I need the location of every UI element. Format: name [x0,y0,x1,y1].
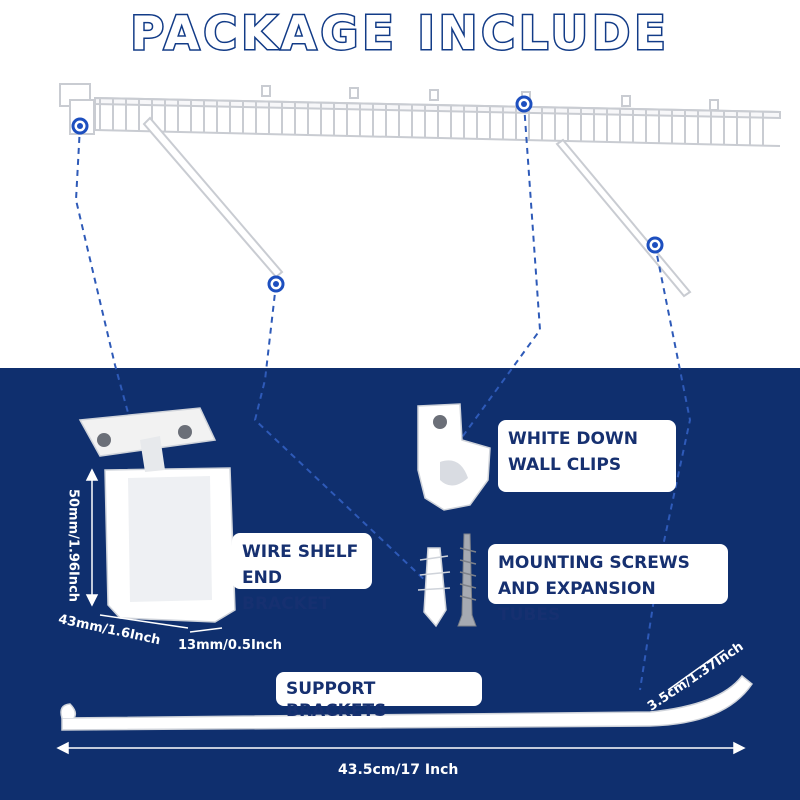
support-bracket-image [60,674,754,731]
wall-clips-label: WHITE DOWN WALL CLIPS [498,420,676,492]
screws-label-line1: MOUNTING SCREWS [498,553,690,573]
wall-clip-image [417,403,491,511]
screws-label: MOUNTING SCREWS AND EXPANSION TUBES [488,544,728,625]
marker-dots [71,95,664,293]
wire-shelf-image [59,83,781,298]
bracket-height-dimension: 50mm/1.96Inch [65,488,81,603]
end-bracket-label-line2: END BRACKET [242,568,331,614]
end-bracket-label-line1: WIRE SHELF [242,542,359,562]
wall-clips-label-line2: WALL CLIPS [508,455,622,475]
screws-label-line2: AND EXPANSION TUBES [498,579,656,625]
screw-and-anchor-image [417,533,477,628]
support-brackets-label: SUPPORT BRACKETS [276,672,482,721]
connector-lines [74,103,692,691]
page-title: PACKAGE INCLUDE [129,5,670,62]
dimension-lines [56,468,746,755]
end-bracket-image [78,407,236,623]
wall-clips-label-line1: WHITE DOWN [508,429,638,449]
end-bracket-label: WIRE SHELF END BRACKET [232,533,372,614]
support-length-dimension: 43.5cm/17 Inch [338,762,459,778]
bracket-slot-dimension: 13mm/0.5Inch [178,638,283,653]
top-section [0,0,800,368]
